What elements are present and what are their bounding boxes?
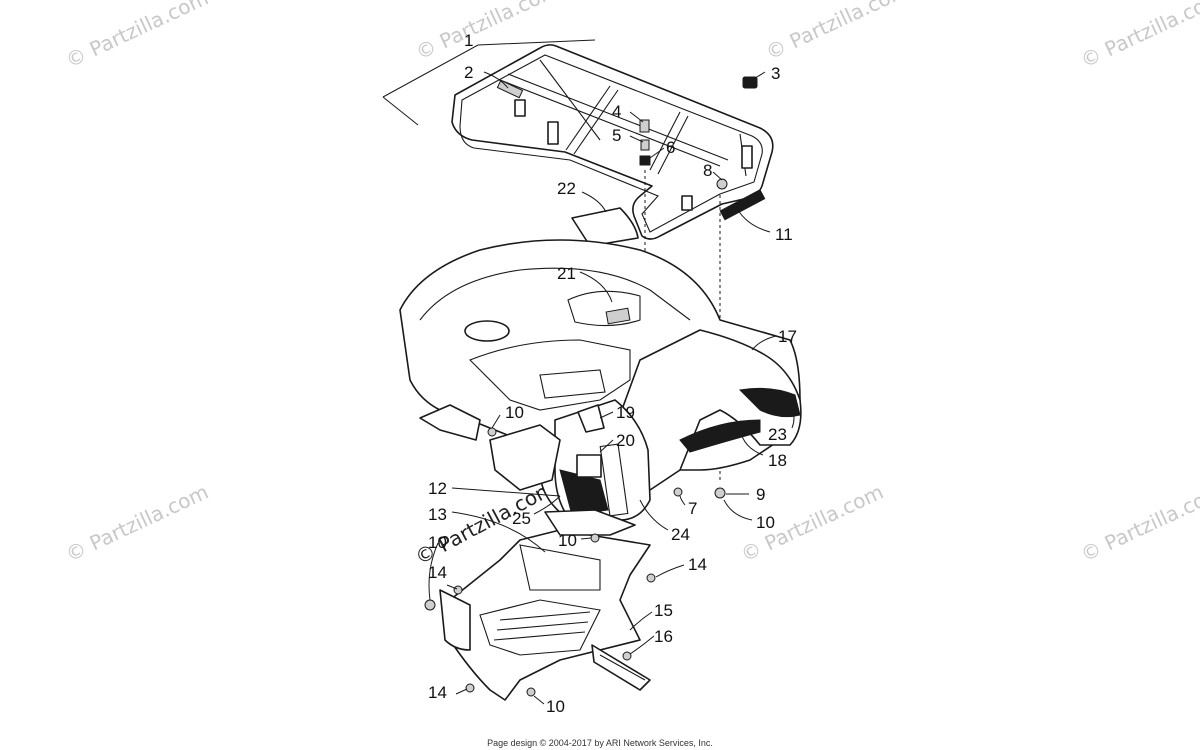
callout-23: 23 [768,425,787,444]
callout-13: 13 [428,505,447,524]
callout-9: 9 [756,485,765,504]
callout-14: 14 [428,683,447,702]
callout-14: 14 [688,555,707,574]
callout-15: 15 [654,601,673,620]
rear-fender [399,239,802,521]
callout-1: 1 [464,31,473,50]
callout-3: 3 [771,64,780,83]
callout-10: 10 [505,403,524,422]
callout-12: 12 [428,479,447,498]
part-22-pad [571,207,639,247]
callout-10: 10 [546,697,565,716]
callout-10: 10 [756,513,775,532]
callout-21: 21 [557,264,576,283]
watermark: © Partzilla.com [62,0,212,73]
callout-7: 7 [688,499,697,518]
callout-4: 4 [612,102,621,121]
callout-8: 8 [703,161,712,180]
callout-10: 10 [428,533,447,552]
watermark: © Partzilla.com [1077,480,1200,567]
callout-17: 17 [778,327,797,346]
callouts: 1 2 3 4 5 6 8 11 22 21 17 10 19 20 23 18… [428,31,797,716]
leader-lines [428,71,795,705]
footwell [424,427,726,701]
callout-5: 5 [612,126,621,145]
callout-16: 16 [654,627,673,646]
watermark: © Partzilla.com [412,0,562,65]
callout-25: 25 [512,509,531,528]
watermark: © Partzilla.com [62,480,212,567]
callout-22: 22 [557,179,576,198]
callout-6: 6 [666,138,675,157]
callout-2: 2 [464,63,473,82]
callout-14: 14 [428,563,447,582]
callout-19: 19 [616,403,635,422]
footer-copyright: Page design © 2004-2017 by ARI Network S… [487,738,713,748]
rear-rack [382,39,774,240]
watermark: © Partzilla.com [762,0,912,65]
callout-10: 10 [558,531,577,550]
hardware [639,76,758,190]
callout-24: 24 [671,525,690,544]
callout-11: 11 [775,225,793,244]
callout-20: 20 [616,431,635,450]
callout-18: 18 [768,451,787,470]
watermark: © Partzilla.com [1077,0,1200,73]
